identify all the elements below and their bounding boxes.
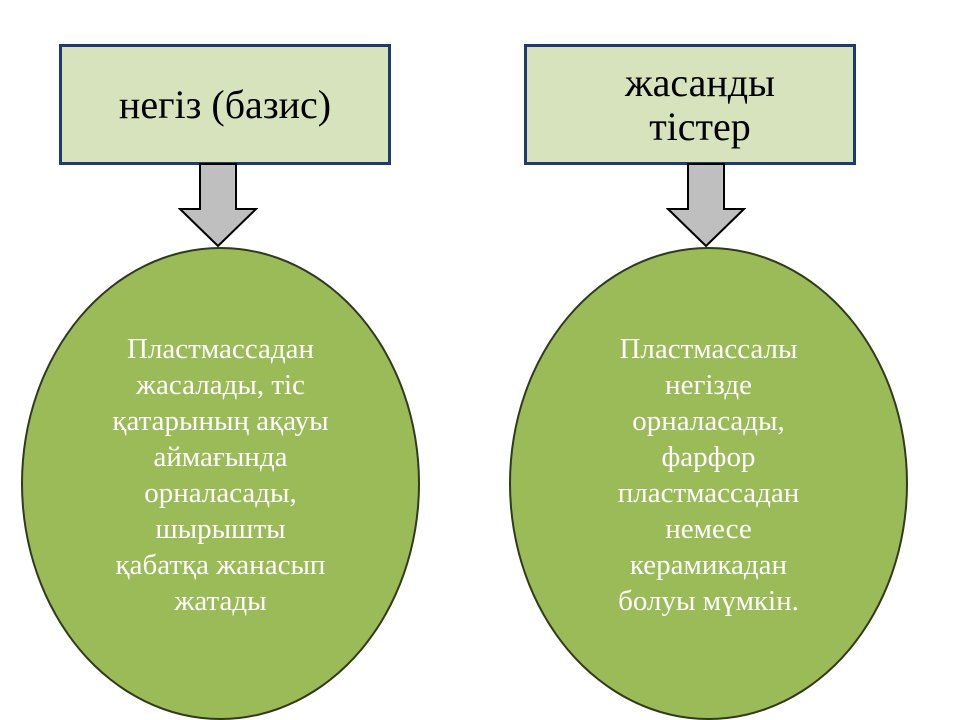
artificial-teeth-box-title: жасанды тістер — [624, 59, 776, 149]
teeth-description-ellipse: Пластмассалы негізде орналасады, фарфор … — [509, 247, 908, 720]
basis-box-title: негіз (базис) — [118, 81, 332, 127]
down-arrow-icon — [666, 163, 746, 247]
teeth-description-text: Пластмассалы негізде орналасады, фарфор … — [617, 332, 800, 617]
artificial-teeth-box: жасанды тістер — [524, 44, 856, 165]
artificial-teeth-title-line1: жасанды — [624, 59, 776, 105]
artificial-teeth-title-line2: тістер — [649, 103, 751, 149]
down-arrow-icon — [178, 163, 258, 247]
basis-description-text: Пластмассадан жасалады, тіс қатарының ақ… — [112, 332, 329, 617]
basis-box: негіз (базис) — [59, 44, 391, 165]
basis-description-ellipse: Пластмассадан жасалады, тіс қатарының ақ… — [21, 247, 420, 720]
